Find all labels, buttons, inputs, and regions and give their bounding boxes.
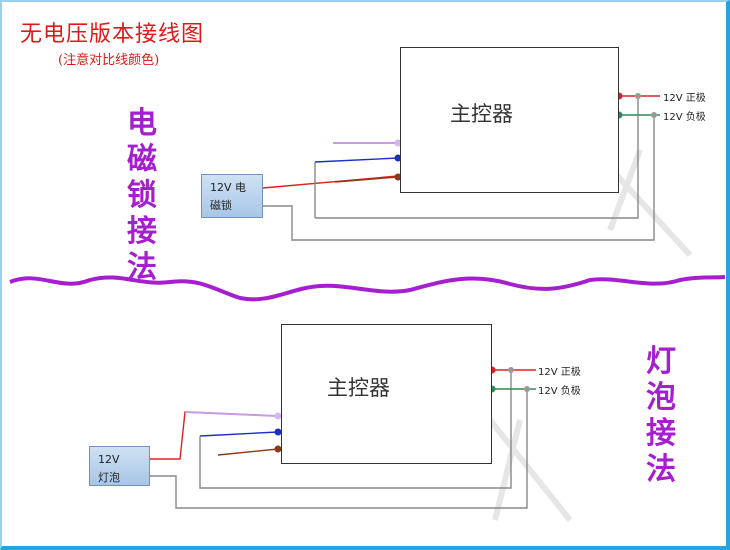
bottom-side-char: 接: [646, 416, 676, 451]
bottom-device-label-2: 灯泡: [98, 471, 120, 484]
bottom-side-char: 灯: [646, 344, 676, 379]
bottom-wire-brown: [217, 448, 279, 456]
top-side-char: 电: [127, 106, 157, 141]
top-side-char: 接: [127, 214, 157, 249]
top-pin-violet: [394, 139, 402, 147]
bottom-controller-label: 主控器: [327, 376, 390, 400]
bottom-wires: [150, 369, 536, 509]
top-side-char: 法: [127, 250, 157, 285]
bottom-power-negative-label: 12V 负极: [538, 386, 581, 397]
top-pin-blue: [394, 154, 402, 162]
top-wire-blue: [314, 157, 399, 163]
bottom-side-char: 泡: [646, 380, 676, 415]
top-controller-box: [400, 47, 619, 193]
top-wire-brown: [334, 176, 399, 183]
bottom-device-bulb: 12V 灯泡: [89, 446, 150, 486]
bottom-pin-blue: [274, 428, 282, 436]
bottom-device-label-1: 12V: [98, 453, 120, 466]
top-side-char: 磁: [127, 142, 157, 177]
top-device-label-1: 12V 电: [210, 181, 247, 194]
top-side-label: 电 磁 锁 接 法: [124, 106, 160, 286]
watermark: [487, 148, 693, 522]
bottom-wire-gray-1: [150, 389, 528, 509]
bottom-pin-brown: [274, 445, 282, 453]
top-pin-brown: [394, 173, 402, 181]
top-device-label-2: 磁锁: [210, 199, 232, 212]
diagram-title: 无电压版本接线图: [20, 22, 205, 47]
top-side-char: 锁: [127, 178, 157, 213]
bottom-wire-violet: [184, 411, 279, 417]
top-controller-label: 主控器: [450, 102, 513, 126]
section-divider: [9, 275, 726, 302]
bottom-controller-box: [281, 324, 492, 464]
bottom-side-label: 灯 泡 接 法: [643, 344, 679, 488]
bottom-wire-gray-2: [199, 370, 512, 489]
top-power-negative-label: 12V 负极: [663, 112, 706, 123]
bottom-power-positive-label: 12V 正极: [538, 367, 581, 378]
top-wire-red-device: [262, 175, 399, 189]
bottom-wire-blue: [199, 431, 279, 437]
top-wire-gray-2: [315, 96, 639, 219]
top-device-electromagnetic-lock: 12V 电 磁锁: [201, 174, 263, 218]
diagram-subtitle: (注意对比线颜色): [58, 53, 160, 68]
bottom-side-char: 法: [646, 452, 676, 487]
top-power-positive-label: 12V 正极: [663, 93, 706, 104]
top-wire-gray-1: [263, 115, 655, 241]
bottom-pin-violet: [274, 412, 282, 420]
